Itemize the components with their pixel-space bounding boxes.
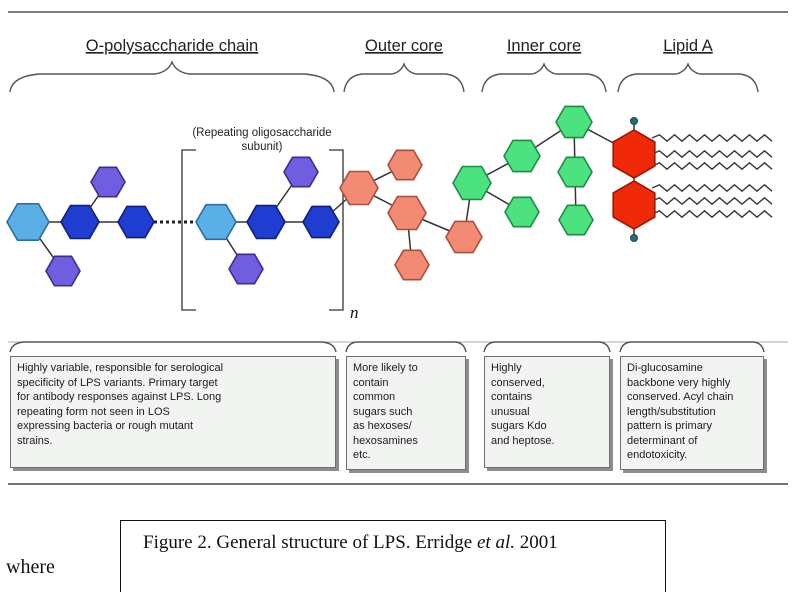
- lower-brace-o-polysaccharide: [9, 341, 337, 353]
- o-chain-branch-residue: [45, 255, 81, 287]
- inner-core-branch-residue: [557, 156, 593, 188]
- desc-line: and heptose.: [491, 434, 555, 447]
- section-title-outer-core: Outer core: [365, 37, 443, 55]
- section-title-o-polysaccharide: O-polysaccharide chain: [86, 37, 258, 55]
- o-chain-residue: [60, 204, 100, 240]
- subunit-branch-residue: [228, 253, 264, 285]
- desc-line: conserved. Acyl chain: [627, 391, 734, 403]
- subunit-label-line1: (Repeating oligosaccharide: [192, 127, 331, 139]
- inner-core-branch-residue: [504, 196, 540, 228]
- repeat-bracket-left: [181, 149, 196, 311]
- lower-brace-outer-core: [345, 341, 467, 353]
- acyl-chain: [651, 196, 773, 206]
- section-title-lipid-a: Lipid A: [663, 37, 713, 55]
- acyl-chain: [651, 209, 773, 219]
- inner-core-branch-residue: [558, 204, 594, 236]
- o-chain-branch-residue: [90, 166, 126, 198]
- desc-line: sugars such: [353, 405, 413, 418]
- desc-line: etc.: [353, 449, 371, 461]
- description-outer-core: More likely to contain common sugars suc…: [346, 356, 466, 470]
- caption-et-al: et al.: [477, 532, 515, 553]
- acyl-chain: [651, 183, 773, 193]
- desc-line: hexosamines: [353, 434, 418, 447]
- subunit-residue: [246, 204, 286, 240]
- desc-line: for antibody responses against LPS. Long: [17, 391, 222, 403]
- lower-brace-inner-core: [483, 341, 611, 353]
- desc-line: strains.: [17, 434, 53, 447]
- subunit-branch-residue: [283, 156, 319, 188]
- inner-core-residue: [555, 105, 593, 139]
- desc-line: sugars Kdo: [491, 420, 547, 432]
- section-title-inner-core: Inner core: [507, 37, 581, 55]
- desc-line: backbone very highly: [627, 376, 731, 389]
- lipid-a-glucosamine: [612, 129, 656, 179]
- desc-line: conserved,: [491, 376, 545, 389]
- lipid-a-glucosamine: [612, 180, 656, 230]
- phosphate-bottom: [630, 234, 638, 242]
- lower-brace-lipid-a: [619, 341, 765, 353]
- description-inner-core: Highly conserved, contains unusual sugar…: [484, 356, 610, 468]
- acyl-chain: [651, 133, 773, 143]
- brace-lipid-a: [617, 62, 759, 93]
- outer-core-residue: [445, 220, 483, 254]
- outer-core-residue: [339, 170, 379, 206]
- desc-line: unusual: [491, 405, 530, 418]
- lps-diagram: O-polysaccharide chain Outer core Inner …: [6, 11, 788, 485]
- caption-year: 2001: [515, 532, 558, 553]
- figure-caption: Figure 2. General structure of LPS. Erri…: [120, 520, 666, 592]
- subunit-residue: [195, 203, 237, 241]
- where-text: where: [6, 556, 55, 578]
- desc-line: Di-glucosamine: [627, 362, 703, 374]
- description-o-polysaccharide: Highly variable, responsible for serolog…: [10, 356, 336, 468]
- subunit-label-line2: subunit): [242, 141, 283, 153]
- desc-line: determinant of: [627, 434, 698, 447]
- outer-core-residue: [387, 195, 427, 231]
- desc-line: repeating form not seen in LOS: [17, 405, 170, 418]
- desc-line: expressing bacteria or rough mutant: [17, 420, 194, 432]
- acyl-chain: [651, 149, 773, 159]
- brace-inner-core: [481, 62, 607, 93]
- desc-line: Highly variable, responsible for serolog…: [17, 362, 224, 374]
- desc-line: endotoxicity.: [627, 449, 688, 461]
- desc-line: pattern is primary: [627, 420, 712, 432]
- desc-line: Highly: [491, 362, 522, 374]
- o-chain-terminal-residue: [6, 203, 50, 241]
- repeat-count-n: n: [350, 303, 359, 322]
- inner-core-residue: [452, 165, 492, 201]
- desc-line: as hexoses/: [353, 420, 412, 432]
- o-chain-residue: [117, 205, 155, 239]
- outer-core-branch-residue: [394, 249, 430, 281]
- desc-line: common: [353, 391, 396, 403]
- desc-line: length/substitution: [627, 405, 716, 418]
- sugar-residues: [6, 105, 656, 287]
- desc-line: contains: [491, 391, 532, 403]
- phosphate-top: [630, 117, 638, 125]
- caption-text: Figure 2. General structure of LPS. Erri…: [143, 532, 477, 553]
- brace-o-polysaccharide: [9, 60, 335, 93]
- description-lipid-a: Di-glucosamine backbone very highly cons…: [620, 356, 764, 470]
- desc-line: contain: [353, 376, 389, 389]
- desc-line: specificity of LPS variants. Primary tar…: [17, 376, 218, 389]
- brace-outer-core: [343, 62, 465, 93]
- repeat-bracket-right: [329, 149, 344, 311]
- outer-core-branch-residue: [387, 149, 423, 181]
- acyl-chain: [651, 161, 773, 171]
- inner-core-residue: [503, 139, 541, 173]
- acyl-chains: [651, 133, 773, 219]
- subunit-residue: [302, 205, 340, 239]
- desc-line: More likely to: [353, 362, 418, 374]
